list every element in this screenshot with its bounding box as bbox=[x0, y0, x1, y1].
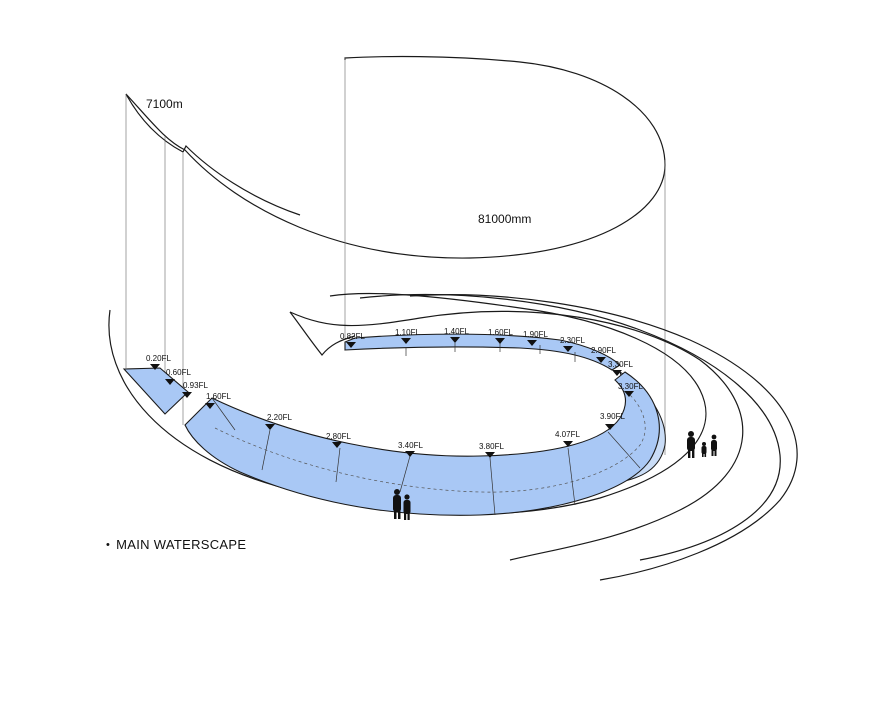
level-marker bbox=[265, 424, 275, 430]
level-marker bbox=[205, 403, 215, 409]
level-label: 2.90FL bbox=[591, 346, 616, 355]
level-marker bbox=[563, 346, 573, 352]
ground-contours bbox=[108, 292, 798, 581]
water-basin bbox=[122, 333, 666, 516]
level-label: 1.60FL bbox=[206, 392, 231, 401]
level-label: 0.60FL bbox=[166, 368, 191, 377]
level-marker bbox=[563, 441, 573, 447]
legend: • MAIN WATERSCAPE bbox=[106, 537, 246, 552]
people-silhouettes-center bbox=[393, 489, 411, 520]
level-marker bbox=[624, 391, 634, 397]
level-marker bbox=[405, 451, 415, 457]
level-label: 0.82FL bbox=[340, 332, 365, 341]
level-marker bbox=[182, 392, 192, 398]
level-label: 2.30FL bbox=[560, 336, 585, 345]
level-markers: 0.20FL 0.60FL 0.93FL 1.60FL 2.20FL 2.80F… bbox=[146, 327, 643, 458]
legend-label: MAIN WATERSCAPE bbox=[116, 537, 247, 552]
level-label: 2.20FL bbox=[267, 413, 292, 422]
level-label: 1.60FL bbox=[488, 328, 513, 337]
level-label: 4.07FL bbox=[555, 430, 580, 439]
level-marker bbox=[527, 340, 537, 346]
level-label: 3.40FL bbox=[398, 441, 423, 450]
level-label: 3.80FL bbox=[479, 442, 504, 451]
curved-wall bbox=[125, 55, 666, 259]
level-label: 1.40FL bbox=[444, 327, 469, 336]
level-label: 3.90FL bbox=[600, 412, 625, 421]
level-label: 2.80FL bbox=[326, 432, 351, 441]
level-marker bbox=[495, 338, 505, 344]
legend-bullet: • bbox=[106, 538, 111, 551]
level-marker bbox=[401, 338, 411, 344]
level-marker bbox=[485, 452, 495, 458]
level-marker bbox=[450, 337, 460, 343]
water-basin-upper bbox=[344, 333, 621, 371]
level-label: 1.90FL bbox=[523, 330, 548, 339]
diameter-dimension-label: 81000mm bbox=[478, 212, 531, 226]
level-marker bbox=[150, 364, 160, 370]
level-label: 3.30FL bbox=[618, 382, 643, 391]
level-marker bbox=[605, 424, 615, 430]
level-marker bbox=[332, 442, 342, 448]
level-marker bbox=[612, 370, 622, 376]
level-label: 1.10FL bbox=[395, 328, 420, 337]
level-marker bbox=[346, 342, 356, 348]
height-dimension-label: 7100m bbox=[146, 97, 183, 111]
people-silhouettes-right bbox=[687, 431, 717, 458]
level-label: 0.93FL bbox=[183, 381, 208, 390]
level-label: 3.30FL bbox=[608, 360, 633, 369]
vertical-guides bbox=[125, 58, 666, 455]
level-marker bbox=[165, 379, 175, 385]
water-basin-main bbox=[184, 371, 660, 516]
level-marker bbox=[596, 357, 606, 363]
level-label: 0.20FL bbox=[146, 354, 171, 363]
